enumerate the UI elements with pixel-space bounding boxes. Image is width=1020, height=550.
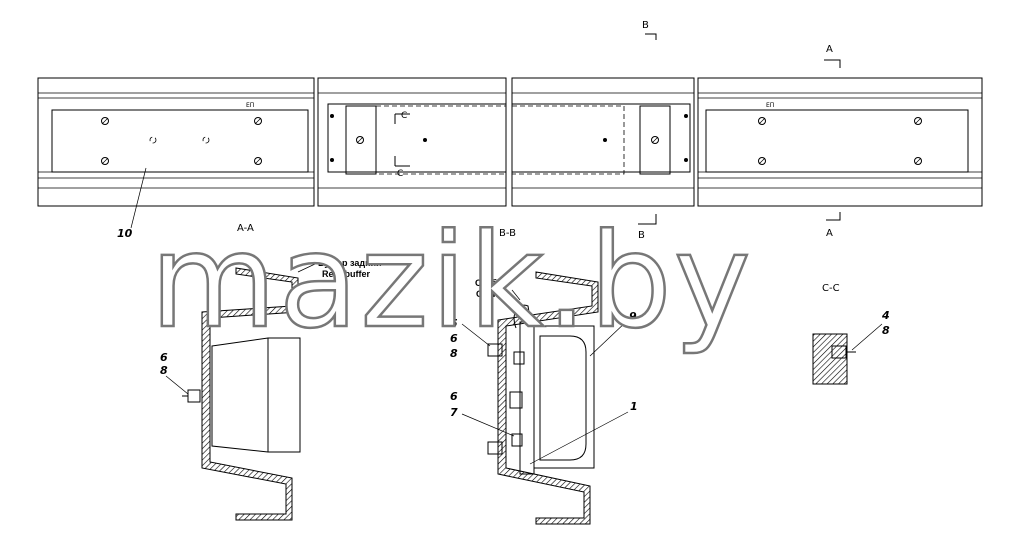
- section-marker-b-top: B: [642, 20, 657, 40]
- section-marker-c-bottom: C: [397, 169, 403, 179]
- callout-8-cc: 8: [882, 324, 890, 337]
- bumper-profile-bb: [497, 271, 599, 525]
- callout-8-bb: 8: [450, 347, 458, 360]
- callout-6-bb-lower: 6: [450, 390, 458, 403]
- watermark: mazik.by: [150, 205, 753, 357]
- bumper-profile-aa: [201, 267, 299, 521]
- bumper-segment-left: ЕП: [37, 77, 315, 207]
- callout-9: 9: [629, 310, 637, 323]
- section-marker-b-bottom: B: [638, 214, 657, 241]
- callout-8-aa: 8: [160, 364, 168, 377]
- bumper-segment-center-left: [317, 77, 507, 207]
- section-aa-view: A-A 6 8 Буфер задний Rear buffer: [160, 223, 382, 521]
- callout-10: 10: [117, 227, 133, 240]
- bolt-aa: [187, 389, 201, 403]
- section-aa-title: A-A: [237, 223, 254, 234]
- section-marker-a-top: A: [824, 44, 841, 68]
- note-buffer-en: Rear buffer: [322, 269, 371, 279]
- svg-text:A: A: [826, 44, 833, 55]
- bumper-segment-center-right: [511, 77, 695, 207]
- svg-text:ЕП: ЕП: [766, 102, 774, 109]
- clamp-bb: [513, 304, 531, 329]
- section-marker-a-bottom: A: [826, 212, 841, 239]
- section-bb-view: B-B 5 6 8 6 7 Скоба Clamp 9 1: [450, 228, 638, 525]
- license-plate-right: [705, 109, 969, 173]
- note-clamp-en: Clamp: [476, 289, 504, 299]
- callout-1: 1: [630, 400, 638, 413]
- svg-text:ЕП: ЕП: [246, 102, 254, 109]
- section-marker-c-top: C: [401, 111, 407, 121]
- section-cc-title: C-C: [822, 283, 840, 294]
- svg-text:B: B: [642, 20, 649, 31]
- section-bb-title: B-B: [499, 228, 516, 239]
- tail-lamp-bb: [533, 325, 595, 469]
- callout-7: 7: [450, 406, 458, 419]
- callout-4: 4: [881, 309, 890, 322]
- license-plate-left: [51, 109, 309, 173]
- note-clamp-ru: Скоба: [475, 278, 503, 288]
- bolt-bb-lower: [487, 441, 503, 455]
- section-cc-view: C-C 4 8: [812, 283, 890, 385]
- svg-text:B: B: [638, 230, 645, 241]
- bolt-bb-upper: [487, 343, 503, 357]
- callout-6-bb-upper: 6: [450, 332, 458, 345]
- svg-text:A: A: [826, 228, 833, 239]
- bumper-segment-right: ЕП: [697, 77, 983, 207]
- callout-5: 5: [450, 317, 458, 330]
- bumper-top-view: ЕП: [37, 20, 983, 241]
- note-buffer-ru: Буфер задний: [318, 258, 382, 268]
- callout-6-aa: 6: [160, 351, 168, 364]
- bumper-profile-cc: [812, 333, 848, 385]
